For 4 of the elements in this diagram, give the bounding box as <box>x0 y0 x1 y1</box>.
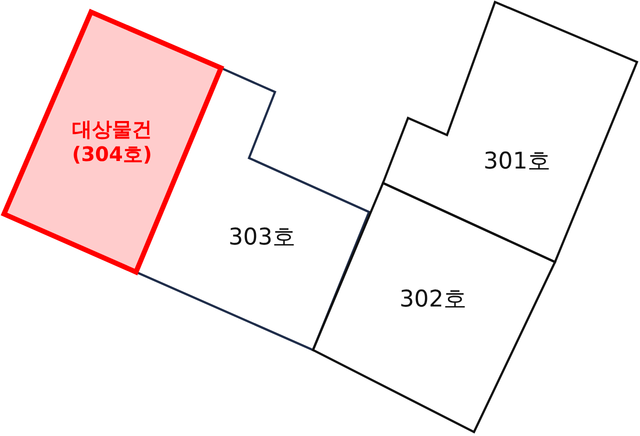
unit-label: 301호 <box>482 148 552 176</box>
unit-label: 302호 <box>398 286 468 314</box>
unit-label: 303호 <box>228 224 296 252</box>
unit-label: 대상물건 (304호) <box>70 117 154 167</box>
